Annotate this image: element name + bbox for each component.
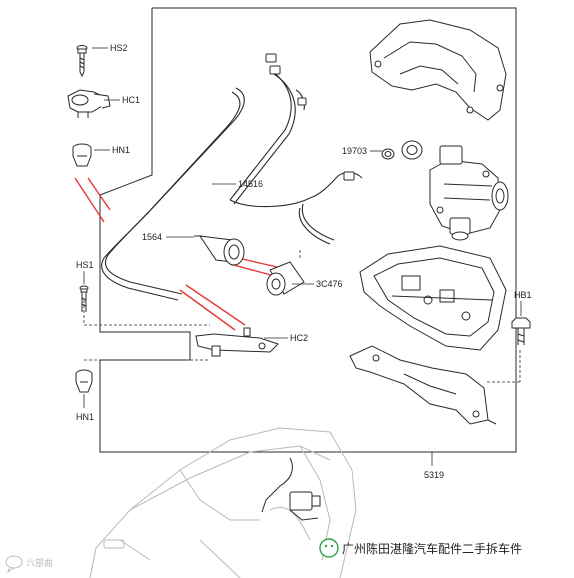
label-5319: 5319 bbox=[424, 470, 444, 480]
screw-hs1-icon bbox=[79, 285, 89, 312]
label-hc2: HC2 bbox=[290, 333, 308, 343]
watermark-left-text: 六部曲 bbox=[26, 557, 53, 569]
mounting-bracket-5319-icon bbox=[349, 345, 497, 425]
seal-19703-icon bbox=[381, 140, 423, 160]
bolt-hb1-icon bbox=[511, 317, 531, 345]
label-hs2: HS2 bbox=[110, 43, 128, 53]
label-hn1-top: HN1 bbox=[112, 145, 130, 155]
nut-hn1-top-icon bbox=[72, 143, 92, 167]
clip-hc1-icon bbox=[67, 89, 111, 118]
label-3c476: 3C476 bbox=[316, 279, 343, 289]
bracket-hc2-icon bbox=[195, 327, 279, 357]
compressor-cover-icon bbox=[369, 19, 507, 121]
watermark-left: 六部曲 bbox=[5, 555, 53, 574]
chat-bubble-icon bbox=[5, 555, 23, 574]
compressor-tray-icon bbox=[359, 245, 507, 351]
label-hb1: HB1 bbox=[514, 290, 532, 300]
hose-14516-icon bbox=[101, 69, 363, 301]
label-14516: 14516 bbox=[238, 179, 263, 189]
vehicle-harness-icon bbox=[261, 457, 321, 521]
air-compressor-icon bbox=[429, 145, 509, 241]
watermark-right-text: 广州陈田湛隆汽车配件二手拆车件 bbox=[342, 541, 522, 556]
hose-connector-icon bbox=[265, 53, 355, 181]
filter-3c476-icon bbox=[266, 261, 305, 296]
label-hs1: HS1 bbox=[76, 260, 94, 270]
label-1564: 1564 bbox=[142, 232, 162, 242]
dashed-leaders bbox=[83, 250, 521, 383]
label-hc1: HC1 bbox=[122, 95, 140, 105]
label-19703: 19703 bbox=[342, 146, 367, 156]
part-labels: HS2 HC1 HN1 HS1 HN1 14516 1564 3C476 HC2… bbox=[76, 43, 532, 480]
nut-hn1-bottom-icon bbox=[75, 369, 93, 393]
filter-1564-icon bbox=[194, 235, 245, 266]
screw-hs2-icon bbox=[76, 45, 88, 78]
wechat-icon bbox=[319, 538, 339, 558]
watermark-right: 广州陈田湛隆汽车配件二手拆车件 bbox=[319, 538, 522, 558]
label-hn1-bottom: HN1 bbox=[76, 412, 94, 422]
